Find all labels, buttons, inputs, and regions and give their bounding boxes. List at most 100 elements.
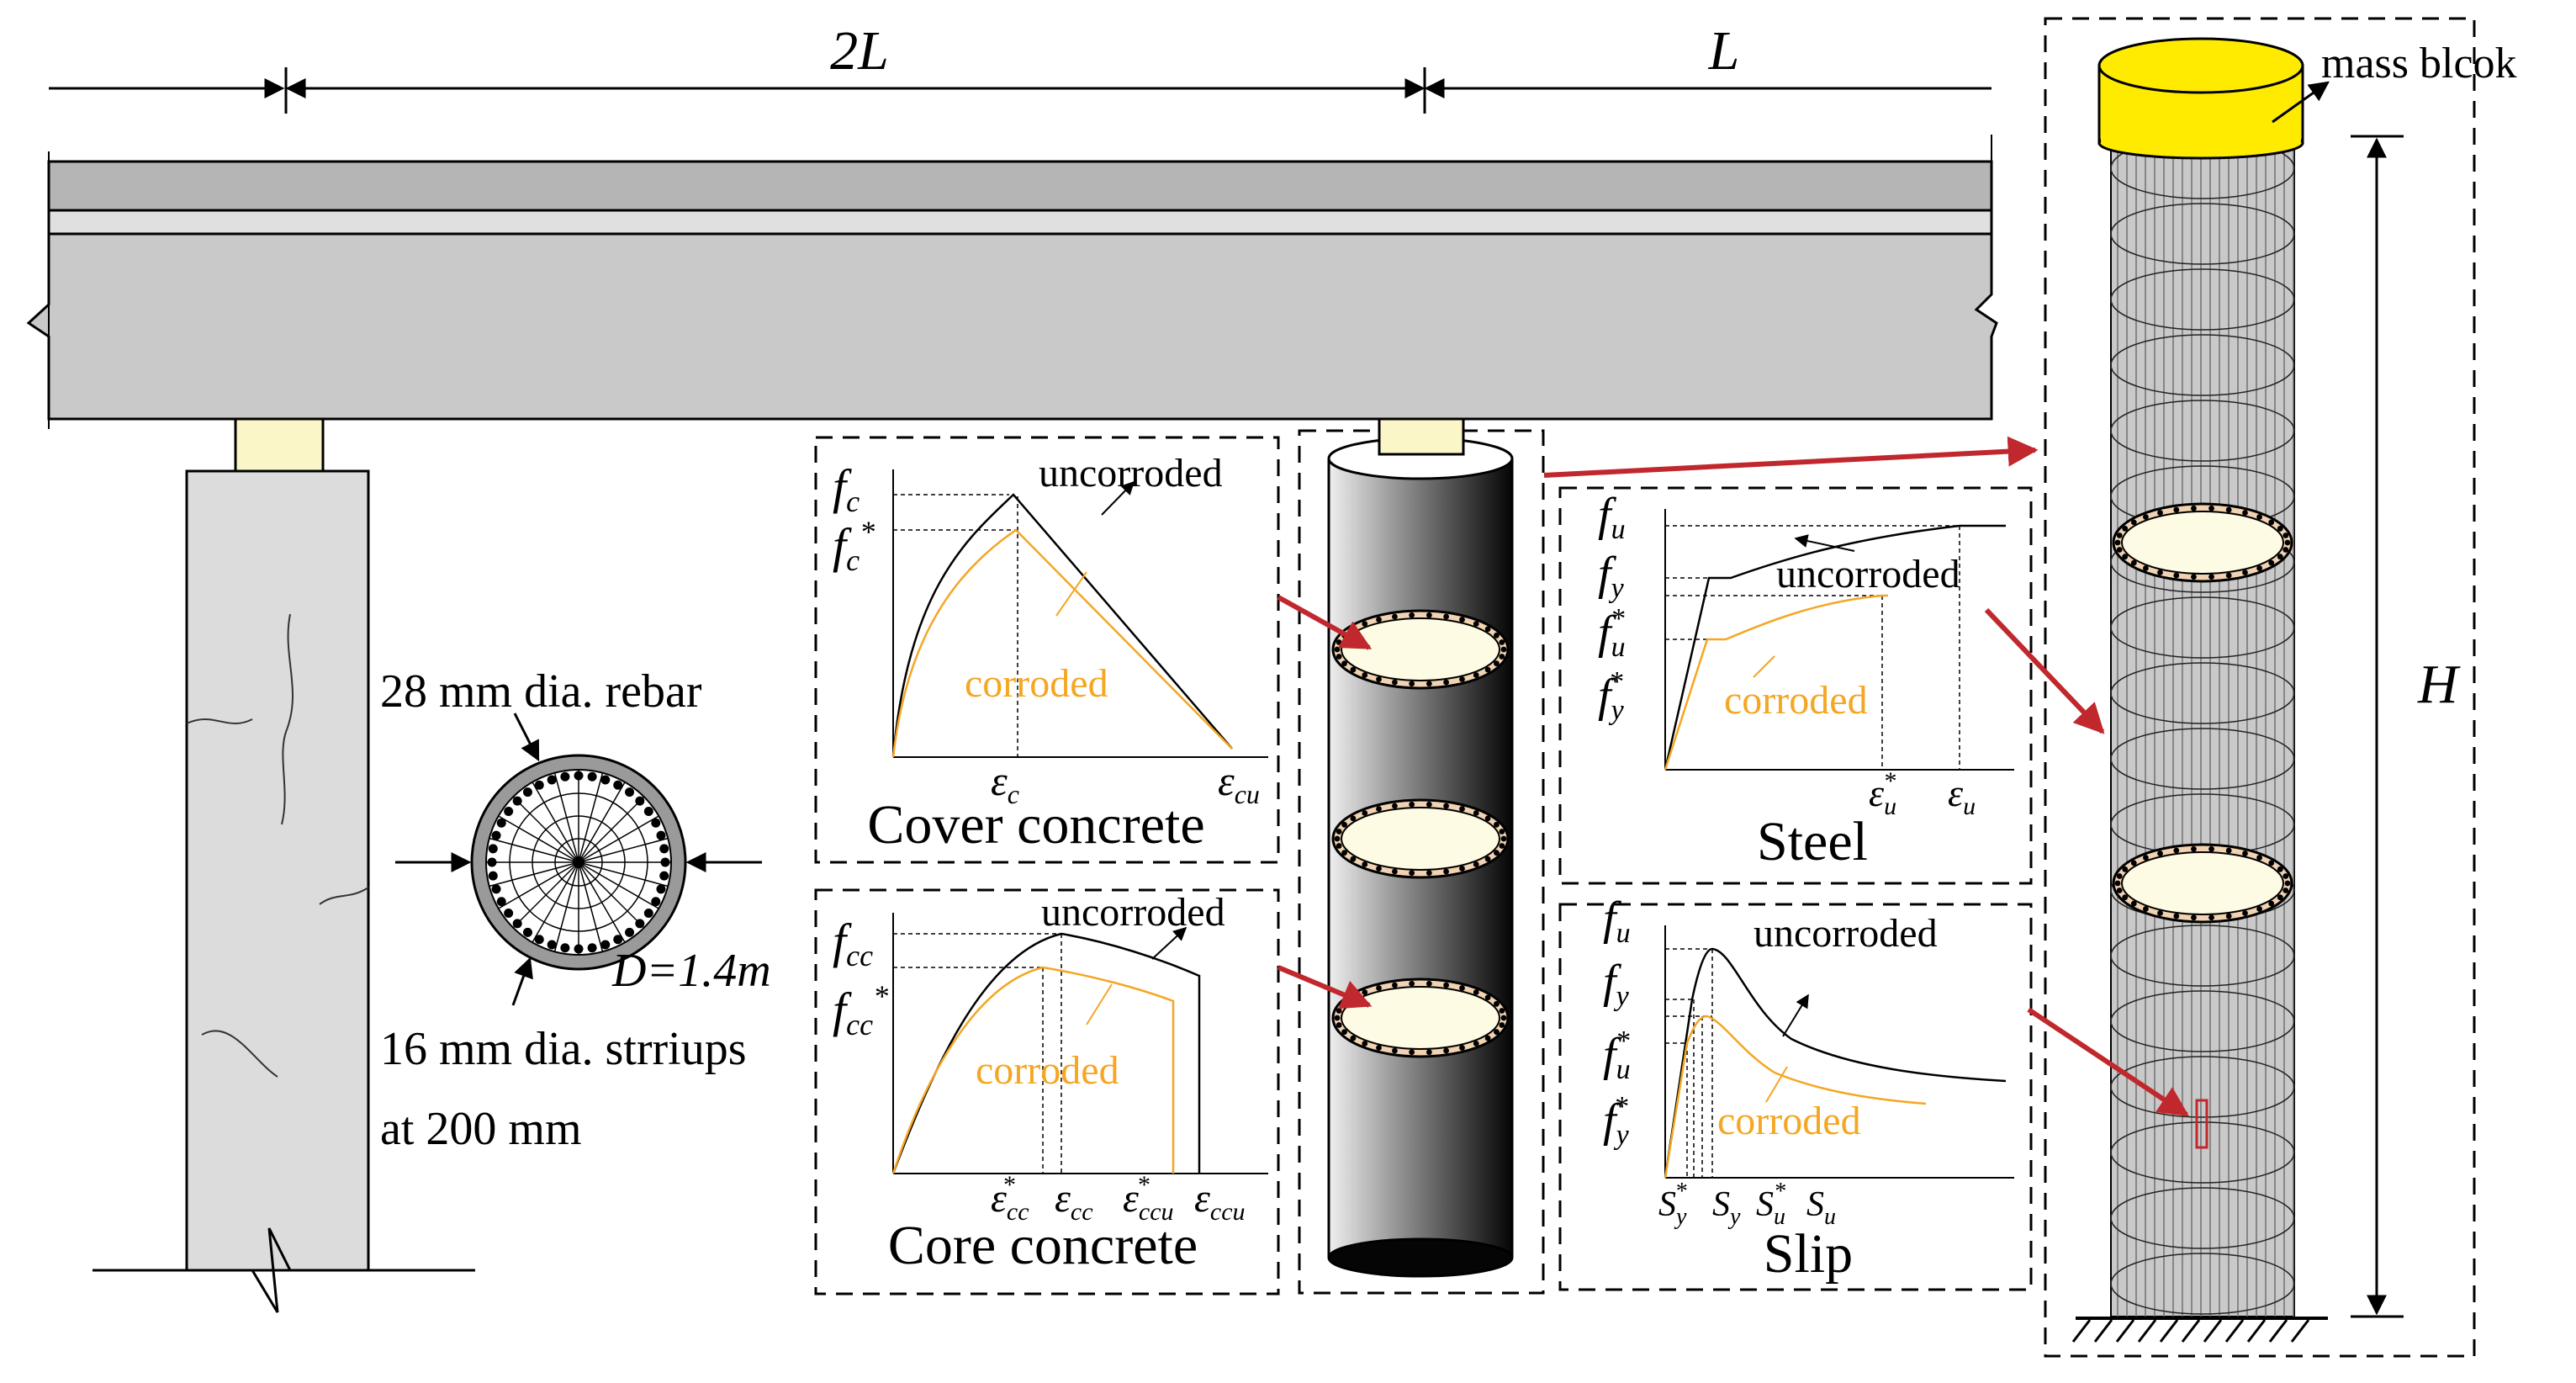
section-rebar-dot bbox=[1350, 1035, 1357, 1041]
section-rebar-dot bbox=[1334, 646, 1341, 653]
section-rebar-dot bbox=[1426, 801, 1432, 808]
section-rebar-dot bbox=[1376, 985, 1382, 991]
section-rebar-dot bbox=[2173, 847, 2180, 854]
hatch-stroke bbox=[2159, 1319, 2179, 1343]
section-rebar-dot bbox=[2268, 519, 2275, 526]
section-rebar-dot bbox=[1484, 666, 1491, 673]
rebar-dot bbox=[560, 943, 570, 953]
rebar-dot bbox=[587, 771, 597, 782]
mesh-spoke bbox=[578, 861, 604, 952]
section-rebar-dot bbox=[2284, 880, 2291, 887]
slip-y-fy: fy bbox=[1603, 956, 1630, 1012]
span-2l-label: 2L bbox=[830, 20, 889, 82]
section-rebar-dot bbox=[1484, 856, 1491, 862]
section-rebar-dot bbox=[2157, 850, 2163, 856]
mesh-spoke bbox=[578, 772, 604, 863]
section-rebar-dot bbox=[2130, 900, 2137, 907]
rebar-dot bbox=[547, 775, 557, 785]
section-rebar-dot bbox=[2277, 554, 2283, 560]
span-l-label: L bbox=[1708, 20, 1740, 82]
core-uncorroded-pointer bbox=[1151, 926, 1187, 960]
core-x-eccus: εccu* bbox=[1123, 1171, 1174, 1226]
section-rebar-dot bbox=[1426, 612, 1432, 618]
section-rebar-dot bbox=[2225, 847, 2232, 854]
rebar-dot bbox=[635, 919, 645, 929]
bridge-superstructure bbox=[26, 135, 1998, 429]
rebar-dot bbox=[600, 940, 611, 950]
section-rebar-dot bbox=[2282, 873, 2289, 879]
core-corroded-pointer bbox=[1086, 983, 1113, 1025]
section-rebar-dot bbox=[1459, 1045, 1465, 1051]
core-panel-frame bbox=[814, 888, 1280, 1296]
stirrup-ring bbox=[2110, 1187, 2295, 1249]
section-rebar-dot bbox=[2268, 559, 2275, 566]
slip-y-fys: fy* bbox=[1603, 1091, 1630, 1151]
slip-uncorroded-label: uncorroded bbox=[1753, 911, 1938, 956]
stirrup-pointer bbox=[511, 956, 533, 1006]
section-rebar-dot bbox=[1443, 803, 1449, 809]
cover-panel-frame bbox=[814, 436, 1280, 864]
slip-x-su: Su bbox=[1806, 1185, 1836, 1230]
mesh-spoke bbox=[578, 837, 669, 863]
mesh-spoke bbox=[512, 861, 579, 929]
mesh-spoke bbox=[578, 861, 645, 929]
section-rebar-dot bbox=[2208, 914, 2214, 921]
slip-panel-frame bbox=[1558, 903, 2033, 1291]
rebar-cross-section: 28 mm dia. rebar D=1.4m 16 mm dia. strri… bbox=[380, 665, 771, 1155]
bond-slip-spring-marker bbox=[2195, 1099, 2208, 1149]
rebar-dot bbox=[547, 940, 557, 950]
steel-y-fy: fy bbox=[1598, 548, 1625, 604]
pier-crack-2 bbox=[186, 718, 253, 724]
section-rebar-dot bbox=[2173, 506, 2180, 513]
section-rebar-dot bbox=[2242, 910, 2248, 916]
mass-block-top bbox=[2097, 37, 2304, 94]
section-rebar-dot bbox=[1341, 660, 1347, 667]
section-rebar-dot bbox=[1473, 989, 1479, 995]
slip-panel-title: Slip bbox=[1764, 1223, 1853, 1285]
model-panel-frame bbox=[2044, 17, 2476, 1358]
hatch-stroke bbox=[2071, 1319, 2092, 1343]
steel-panel-frame bbox=[1558, 486, 2033, 885]
section-rebar-dot bbox=[1494, 660, 1500, 667]
steel-corroded-label: corroded bbox=[1724, 678, 1868, 723]
section-rebar-dot bbox=[1500, 1015, 1507, 1021]
mesh-spoke bbox=[578, 861, 659, 909]
cover-uncorroded-label: uncorroded bbox=[1039, 451, 1223, 495]
section-rebar-dot bbox=[1484, 994, 1491, 1001]
section-rebar-dot bbox=[2143, 514, 2149, 520]
section-rebar-dot bbox=[1409, 1049, 1415, 1056]
arrow-slip-to-model bbox=[2027, 1007, 2189, 1117]
section-rebar-dot bbox=[1494, 632, 1500, 639]
arrow-steel-to-model bbox=[1984, 607, 2105, 734]
section-rebar-dot bbox=[1336, 829, 1342, 835]
section-rebar-dot bbox=[2282, 533, 2289, 538]
rebar-dot bbox=[587, 943, 597, 953]
steel-panel-title: Steel bbox=[1757, 811, 1868, 872]
rebar-dot bbox=[504, 909, 514, 919]
section-rebar-dot bbox=[1392, 613, 1398, 620]
section-rebar-dot bbox=[2277, 525, 2283, 532]
section-rebar-dot bbox=[1499, 1022, 1505, 1028]
core-concrete-panel: uncorroded corroded fcc fcc* εcc* εcc εc… bbox=[814, 888, 1280, 1296]
section-rebar-dot bbox=[1409, 870, 1415, 877]
section-rebar-dot bbox=[2208, 574, 2214, 580]
stirrup-ring bbox=[2110, 400, 2295, 462]
slip-uncorroded-pointer bbox=[1782, 994, 1809, 1037]
section-core bbox=[1341, 807, 1500, 871]
section-rebar-dot bbox=[2157, 910, 2163, 916]
hatch-stroke bbox=[2181, 1319, 2201, 1343]
section-rebar-dot bbox=[1336, 1008, 1342, 1014]
section-rebar-dot bbox=[1459, 985, 1465, 991]
rebar-dot bbox=[643, 806, 653, 816]
hatch-stroke bbox=[2115, 1319, 2135, 1343]
rebar-dot bbox=[625, 787, 635, 797]
span-dimensions: 2L L bbox=[49, 20, 1992, 114]
rebar-dot bbox=[643, 909, 653, 919]
core-panel-title: Core concrete bbox=[888, 1215, 1198, 1276]
cover-corroded-pointer bbox=[1055, 571, 1087, 617]
connector-arrows bbox=[1277, 436, 2189, 1117]
rebar-label: 28 mm dia. rebar bbox=[380, 665, 702, 718]
section-rebar-dot bbox=[1392, 868, 1398, 875]
steel-y-fus: fu* bbox=[1598, 603, 1626, 663]
rebar-dot bbox=[560, 771, 570, 782]
